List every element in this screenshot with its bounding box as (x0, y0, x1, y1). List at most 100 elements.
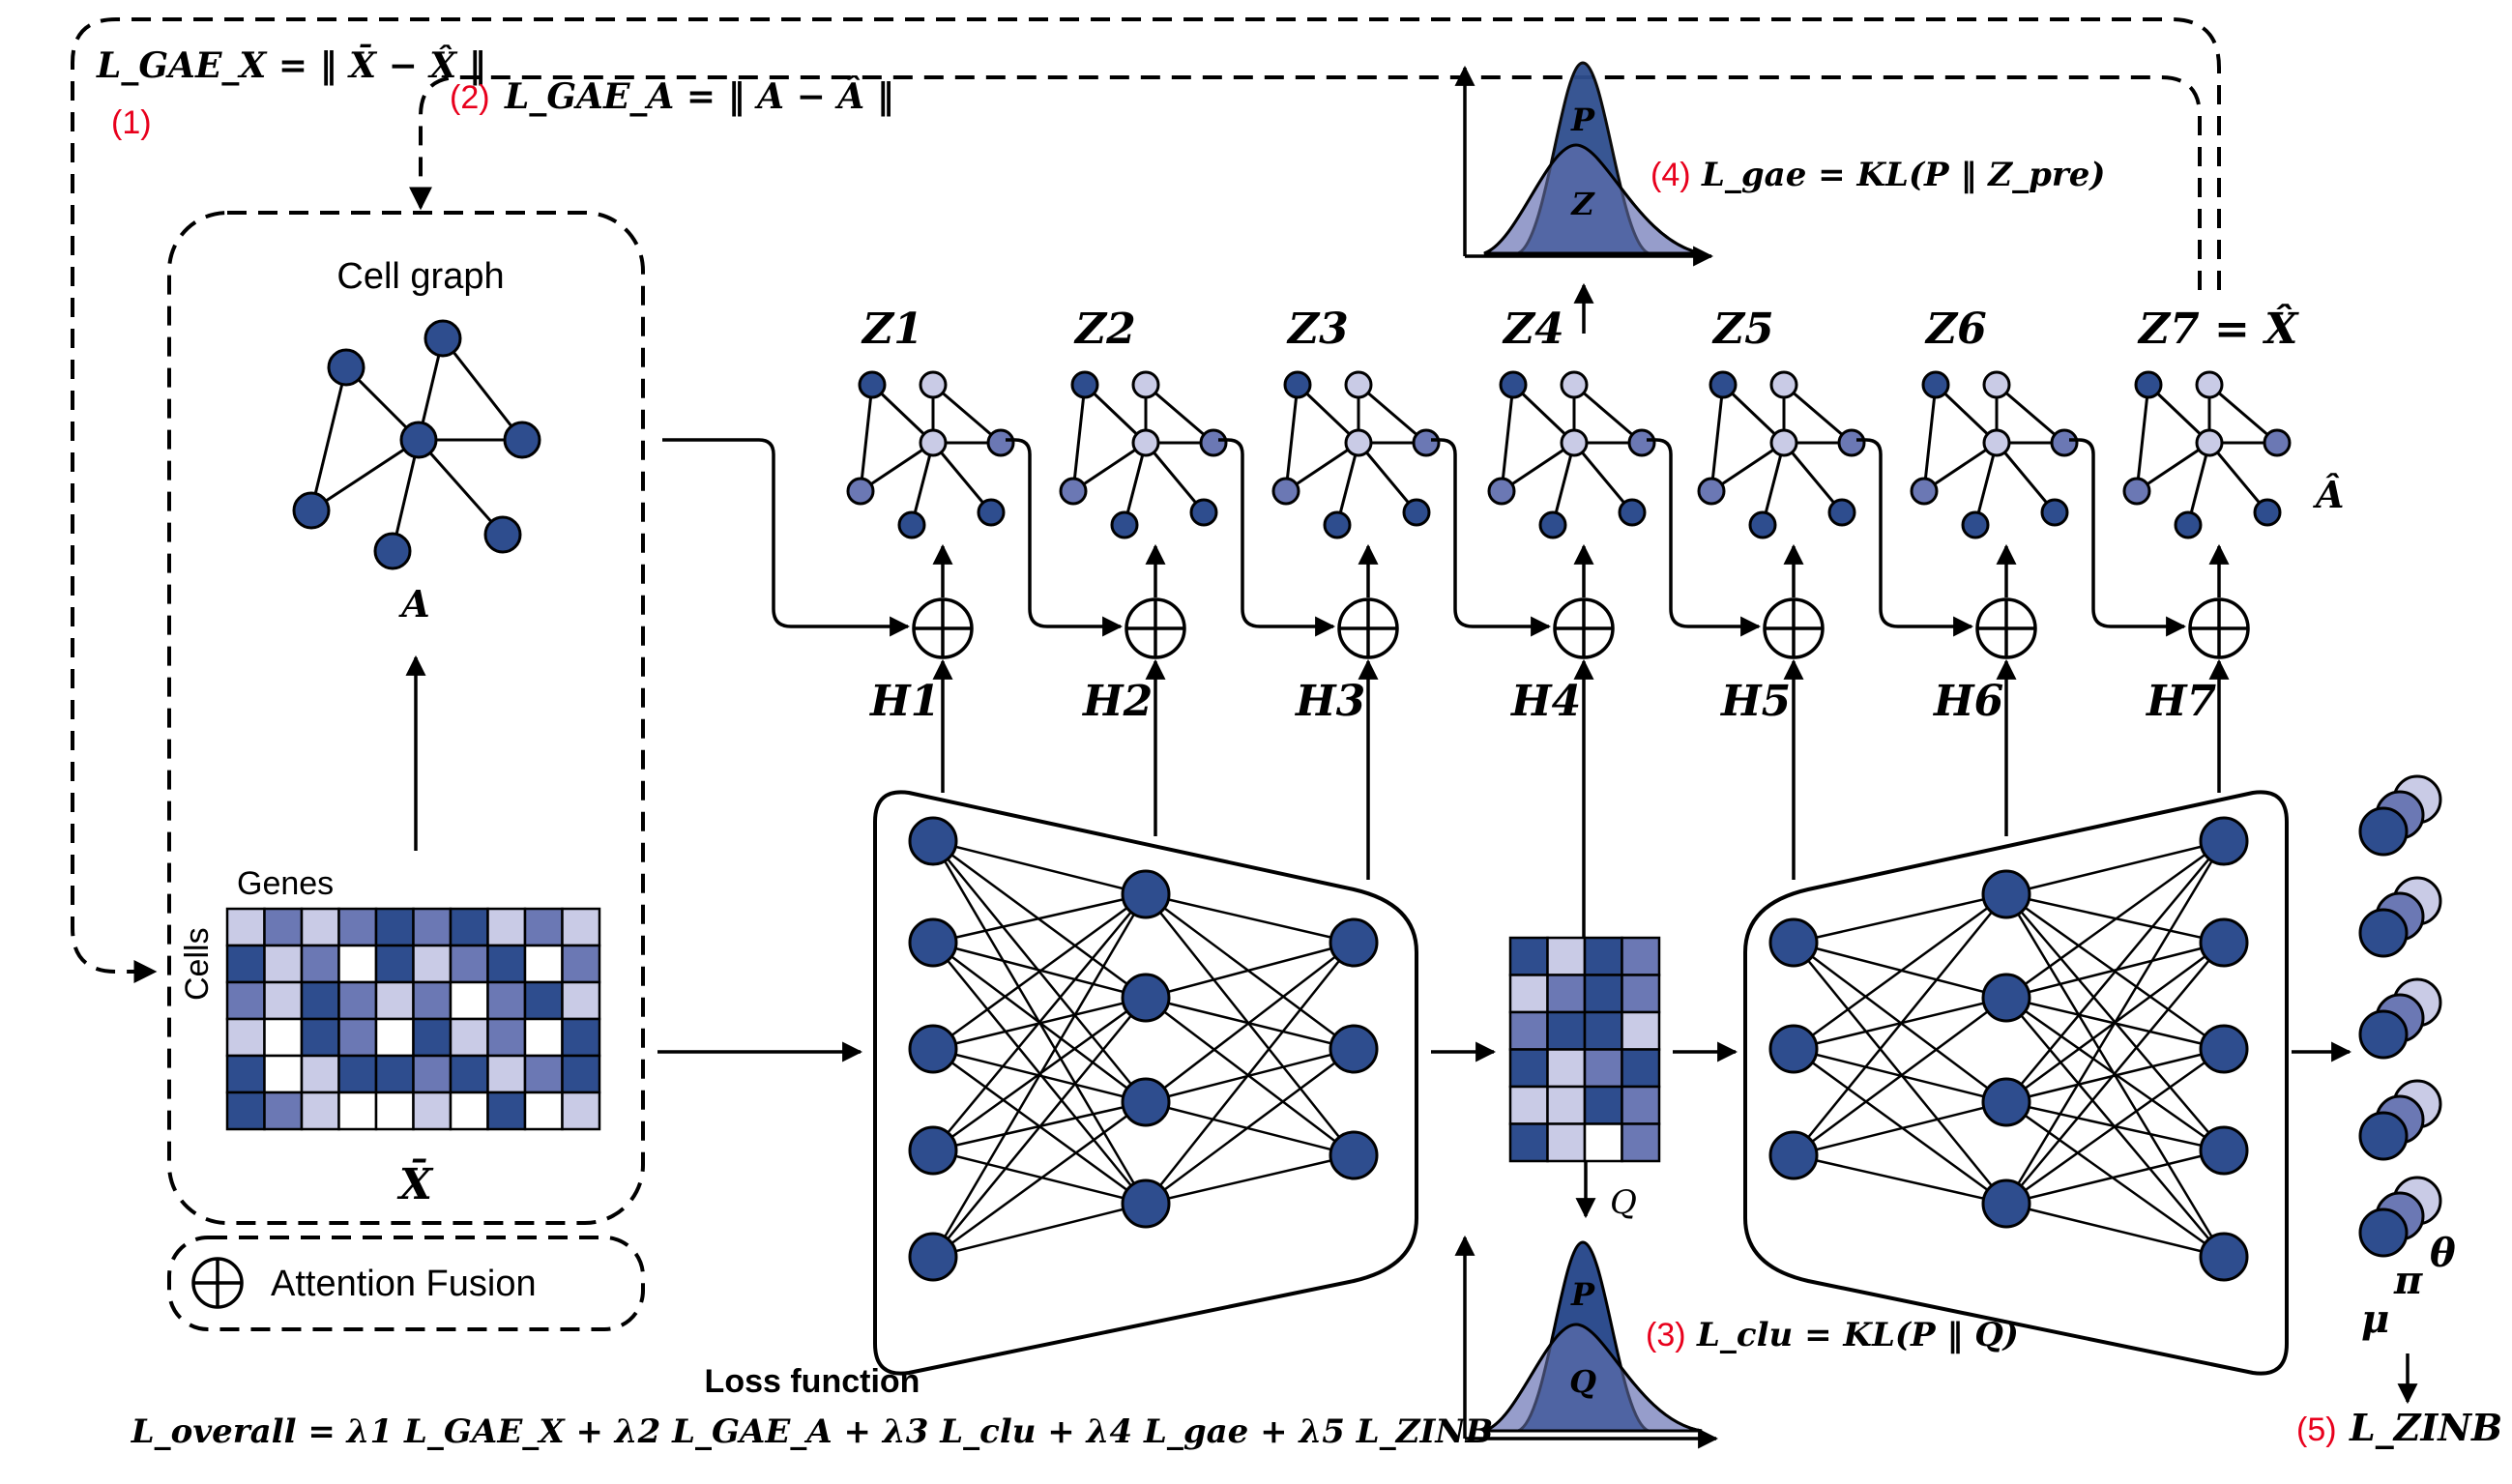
latent-matrix-cell (1508, 974, 1549, 1014)
network-edge (932, 893, 1147, 1151)
gene-matrix-cell (561, 944, 601, 984)
network-edge (2005, 1100, 2225, 1259)
latent-matrix-cell (1508, 1085, 1549, 1125)
graph-edge (1284, 384, 1300, 492)
network-edge (1145, 941, 1355, 1000)
gene-matrix-cell (374, 1091, 415, 1131)
network-edge (2005, 1202, 2225, 1259)
gene-matrix-cell (523, 1054, 564, 1094)
network-neuron (2199, 816, 2249, 866)
graph-node (1070, 370, 1099, 399)
latent-matrix-cell (1621, 974, 1661, 1014)
gene-matrix-cell (225, 907, 266, 947)
gene-matrix-cell (225, 1054, 266, 1094)
graph-node (897, 510, 926, 539)
graph-node (1961, 510, 1990, 539)
zinb-output-stacks (2358, 774, 2442, 1258)
gene-matrix-cell (449, 1017, 489, 1058)
gene-matrix-cell (263, 980, 304, 1021)
graph-edge (860, 441, 934, 493)
network-edge (932, 1202, 1147, 1259)
graph-edge (1922, 384, 1938, 492)
attention-fusion-legend (167, 1236, 645, 1331)
z-label: Z4 (1502, 305, 1564, 354)
graph-node (1487, 477, 1516, 506)
graph-edge (1973, 442, 1999, 526)
graph-node (1344, 370, 1373, 399)
encoder-network (908, 816, 1379, 1282)
gene-matrix-cell (412, 1091, 453, 1131)
graph-node (1827, 498, 1856, 527)
graph-node (1189, 498, 1218, 527)
z-label: Z7 = X̂ (2137, 303, 2299, 354)
gene-matrix-cell (523, 907, 564, 947)
graph-node (1344, 428, 1373, 457)
graph-node (1283, 370, 1312, 399)
network-neuron (1329, 1024, 1379, 1074)
network-edge (2005, 840, 2225, 1103)
latent-matrix-cell (1621, 1048, 1661, 1089)
latent-matrix-cell (1546, 1085, 1587, 1125)
network-neuron (2199, 1125, 2249, 1176)
network-neuron (2199, 1232, 2249, 1282)
graph-node (1837, 428, 1866, 457)
output-mu-node (2358, 1111, 2409, 1161)
gene-matrix-cell (561, 907, 601, 947)
graph-node (2195, 428, 2224, 457)
latent-matrix-cell (1583, 974, 1623, 1014)
network-neuron (908, 1125, 958, 1176)
network-edge (1793, 1047, 2007, 1206)
network-edge (2005, 1047, 2225, 1104)
arrow-graph-to-fusion (1647, 438, 1762, 637)
bottom-distribution-plot (1454, 1235, 1719, 1449)
latent-matrix-cell (1508, 936, 1549, 976)
top-dist-z-label: Z (1569, 186, 1595, 222)
gene-matrix-cell (374, 1017, 415, 1058)
loss-gae-formula: L_gae = KL(P ‖ Z_pre) (1701, 156, 2106, 194)
network-neuron (908, 1232, 958, 1282)
network-neuron (1981, 1077, 2031, 1127)
graph-edge (1710, 441, 1785, 493)
graph-edge (932, 383, 1002, 445)
graph-edge (1500, 384, 1515, 492)
adjacency-label: A (398, 582, 429, 626)
graph-edge (1761, 442, 1786, 526)
network-edge (1793, 892, 2007, 1051)
network-neuron (908, 816, 958, 866)
gene-matrix-cell (300, 1091, 340, 1131)
graph-edge (1996, 383, 2065, 445)
gene-matrix-cell (374, 907, 415, 947)
output-stack (2358, 774, 2442, 857)
gene-matrix-cell (300, 1017, 340, 1058)
gene-matrix-cell (561, 1054, 601, 1094)
network-edge (932, 997, 1147, 1258)
network-edge (932, 1149, 1147, 1206)
network-edge (2005, 839, 2225, 896)
latent-matrix-cell (1583, 1122, 1623, 1163)
gene-matrix-cell (225, 944, 266, 984)
network-edge (1145, 1100, 1355, 1157)
graph-edge (1123, 442, 1148, 526)
z-label: Z1 (861, 305, 923, 354)
graph-node (1769, 370, 1798, 399)
graph-node (2263, 428, 2292, 457)
gene-matrix-cell (523, 944, 564, 984)
arrow-graph-to-fusion (2069, 438, 2187, 637)
loss-zinb-formula: L_ZINB (2349, 1406, 2502, 1449)
gene-matrix-cell (300, 944, 340, 984)
gene-matrix-cell (263, 944, 304, 984)
graph-edge (859, 384, 874, 492)
bottom-dist-p-label: P (1570, 1276, 1595, 1313)
output-stack (2358, 876, 2442, 958)
graph-edge (1923, 441, 1998, 493)
cell-graph-box (167, 211, 645, 1225)
network-neuron (908, 1024, 958, 1074)
network-edge (1793, 893, 2007, 1156)
graph-edge (1285, 441, 1359, 493)
latent-matrix-cell (1508, 1010, 1549, 1051)
graph-edge (931, 442, 993, 513)
graph-node (1499, 370, 1528, 399)
network-edge (2005, 1047, 2225, 1206)
